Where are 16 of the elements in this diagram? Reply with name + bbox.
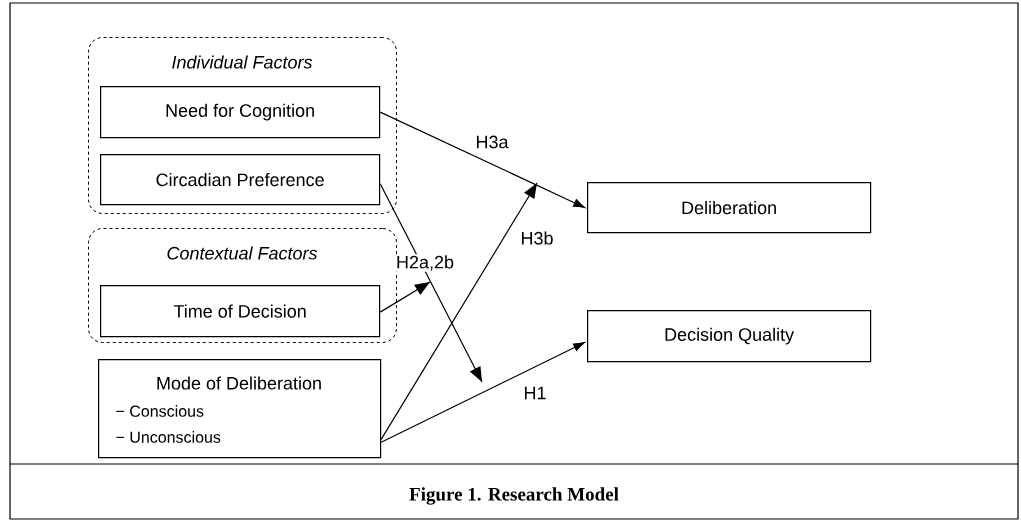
process-box: Circadian Preference	[100, 154, 381, 206]
arrow	[379, 111, 585, 208]
list-box: Mode of Deliberation − Conscious − Unconscious	[98, 359, 382, 459]
edge-label: H3a	[474, 134, 510, 150]
process-box: Need for Cognition	[100, 86, 381, 139]
process-box: Deliberation	[587, 182, 872, 234]
arrow	[379, 281, 431, 313]
arrow	[379, 183, 483, 383]
arrow	[380, 182, 538, 440]
edge-label: H1	[522, 385, 548, 401]
edge-label: H3b	[519, 230, 555, 246]
caption: Figure 1. Research Model	[409, 487, 619, 505]
arrow	[380, 341, 586, 443]
process-box: Time of Decision	[100, 285, 381, 338]
edge-label: H2a,2b	[395, 254, 456, 272]
process-box: Decision Quality	[587, 310, 872, 363]
